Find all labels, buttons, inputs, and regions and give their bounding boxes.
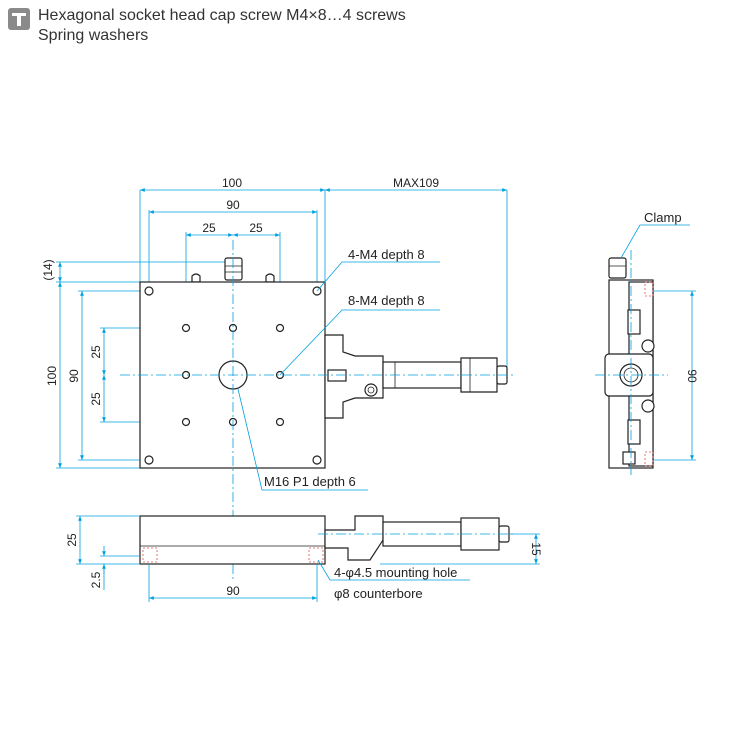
dim-14-label: (14) <box>41 259 55 280</box>
side-screw-stack <box>627 419 641 445</box>
hidden-counterbore <box>308 547 324 563</box>
leader-clamp <box>620 224 690 259</box>
clamp-screw <box>608 257 627 279</box>
hole <box>275 417 285 427</box>
header-line-1: Hexagonal socket head cap screw M4×8…4 s… <box>38 7 406 24</box>
leader-4m4 <box>316 261 440 292</box>
dim-height-100-label: 100 <box>45 366 59 386</box>
dim-vpitch-top-label: 25 <box>89 345 103 359</box>
micrometer-bracket <box>324 334 384 419</box>
dim-side-90-label: 90 <box>685 369 699 383</box>
screw-icon <box>8 8 30 30</box>
label-clamp: Clamp <box>644 210 682 225</box>
front-body <box>139 515 326 565</box>
micrometer-spindle <box>327 369 347 382</box>
top-view: 100 MAX109 90 25 25 (14) 100 90 25 25 <box>41 176 515 580</box>
dim-width-90-label: 90 <box>226 198 240 212</box>
hole <box>144 455 154 465</box>
header-text: Hexagonal socket head cap screw M4×8…4 s… <box>38 6 406 46</box>
leader-mount <box>317 559 470 581</box>
label-mount-1: 4-φ4.5 mounting hole <box>334 565 457 580</box>
leader-m16 <box>237 388 368 491</box>
dim-front-90-label: 90 <box>226 584 240 598</box>
side-screw-stack <box>627 309 641 335</box>
dim-pitch-right-label: 25 <box>249 221 263 235</box>
hole <box>312 455 322 465</box>
dim-max109-label: MAX109 <box>393 176 439 190</box>
hole <box>181 323 191 333</box>
bracket-screw-inner <box>367 386 375 394</box>
hidden-counterbore <box>142 547 158 563</box>
hole <box>181 417 191 427</box>
front-bracket <box>324 515 384 561</box>
dim-front-15-label: 15 <box>529 542 543 556</box>
side-view: 90 Clamp <box>595 210 699 475</box>
dim-vpitch-bottom-label: 25 <box>89 392 103 406</box>
small-screw <box>191 273 201 283</box>
hidden-feature <box>644 451 654 467</box>
hidden-feature <box>644 281 654 297</box>
leader-8m4 <box>279 309 440 376</box>
header: Hexagonal socket head cap screw M4×8…4 s… <box>8 6 406 46</box>
clamp-screw-head <box>224 257 243 281</box>
label-8m4: 8-M4 depth 8 <box>348 293 425 308</box>
dim-width-100-label: 100 <box>222 176 242 190</box>
side-screw <box>641 399 655 413</box>
dim-pitch-left-label: 25 <box>202 221 216 235</box>
side-screw <box>641 339 655 353</box>
label-m16: M16 P1 depth 6 <box>264 474 356 489</box>
hole <box>275 323 285 333</box>
bracket-screw <box>364 383 378 397</box>
hole <box>144 286 154 296</box>
dim-front-25-label: 25 <box>65 533 79 547</box>
small-screw <box>265 273 275 283</box>
dim-height-90-label: 90 <box>67 369 81 383</box>
label-mount-2: φ8 counterbore <box>334 586 423 601</box>
front-view: 25 2.5 90 15 4-φ4.5 mounting hole φ8 cou… <box>65 515 543 602</box>
dim-2-5-label: 2.5 <box>89 571 103 588</box>
header-line-2: Spring washers <box>38 27 149 44</box>
label-4m4: 4-M4 depth 8 <box>348 247 425 262</box>
side-foot <box>622 451 636 465</box>
